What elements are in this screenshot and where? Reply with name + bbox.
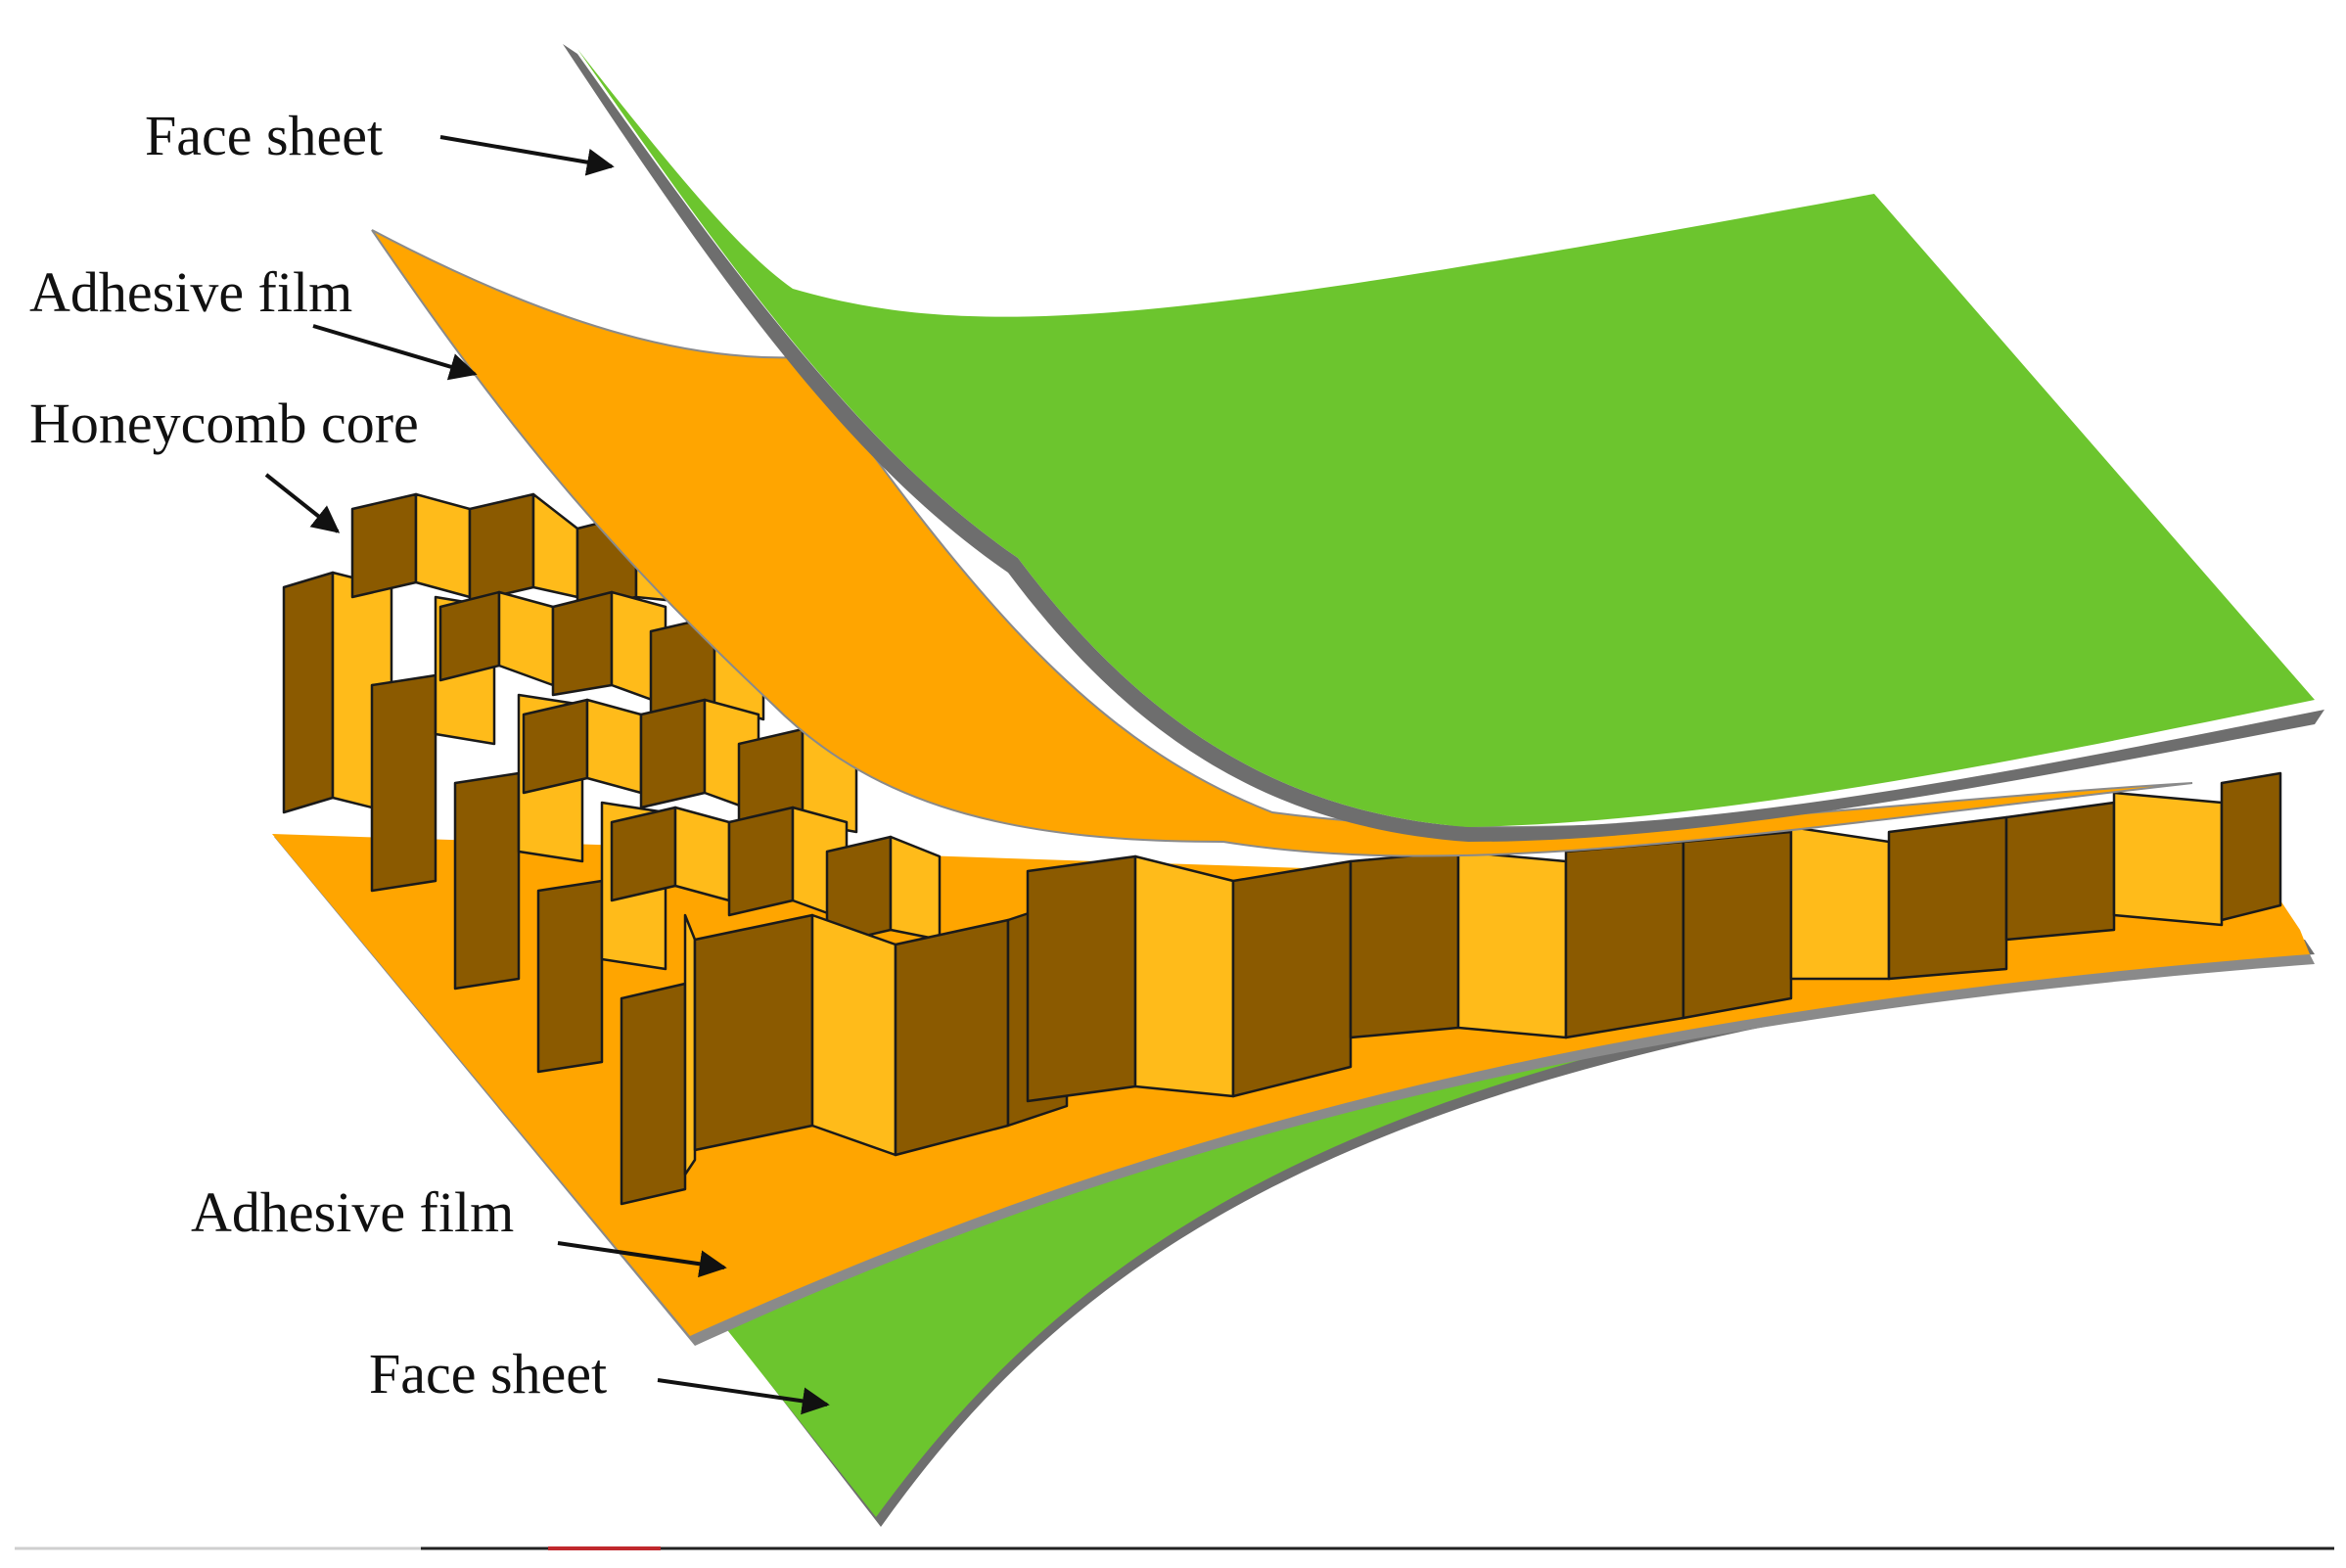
core-wall bbox=[889, 835, 942, 942]
label-face-sheet-top: Face sheet bbox=[145, 104, 383, 167]
core-wall bbox=[683, 913, 697, 1176]
core-wall bbox=[1231, 859, 1353, 1098]
core-wall bbox=[585, 698, 643, 795]
honeycomb-core bbox=[282, 492, 2282, 1206]
arrow-adhesive-film-bottom bbox=[557, 1241, 727, 1278]
core-wall bbox=[536, 879, 604, 1074]
core-wall bbox=[531, 492, 579, 599]
core-wall bbox=[2004, 801, 2116, 942]
arrow-face-sheet-bottom bbox=[657, 1378, 830, 1415]
core-wall bbox=[282, 571, 335, 814]
core-wall bbox=[468, 492, 535, 604]
core-wall bbox=[639, 698, 707, 809]
core-wall bbox=[453, 771, 521, 991]
core-wall bbox=[810, 913, 897, 1157]
core-wall bbox=[1564, 840, 1685, 1039]
core-wall bbox=[693, 913, 814, 1152]
core-wall bbox=[370, 673, 437, 893]
core-wall bbox=[1887, 815, 2008, 981]
label-honeycomb-core: Honeycomb core bbox=[29, 392, 419, 455]
top-face-sheet bbox=[563, 44, 2324, 842]
core-wall bbox=[1026, 854, 1137, 1103]
core-wall bbox=[551, 590, 614, 697]
core-wall bbox=[610, 806, 677, 902]
core-wall bbox=[673, 806, 731, 902]
core-wall bbox=[1349, 850, 1460, 1039]
label-adhesive-film-bottom: Adhesive film bbox=[191, 1180, 514, 1244]
core-wall bbox=[522, 698, 589, 795]
core-wall bbox=[414, 492, 472, 599]
top-face-sheet-surface bbox=[577, 49, 2315, 827]
core-wall bbox=[1456, 850, 1568, 1039]
core-wall bbox=[497, 590, 555, 687]
arrow-face-sheet-top bbox=[439, 135, 615, 176]
core-wall bbox=[438, 590, 501, 682]
core-wall bbox=[350, 492, 418, 599]
core-wall bbox=[727, 806, 795, 917]
core-wall bbox=[1681, 830, 1793, 1020]
arrow-honeycomb-core bbox=[264, 473, 341, 533]
arrow-adhesive-film-top bbox=[312, 324, 478, 381]
core-wall bbox=[2112, 791, 2224, 927]
label-face-sheet-bottom: Face sheet bbox=[369, 1342, 607, 1406]
core-wall bbox=[620, 982, 687, 1206]
core-wall bbox=[894, 918, 1010, 1157]
label-adhesive-film-top: Adhesive film bbox=[29, 260, 352, 324]
core-wall bbox=[1789, 825, 1891, 981]
core-wall bbox=[1133, 854, 1235, 1098]
core-wall bbox=[2220, 771, 2282, 922]
